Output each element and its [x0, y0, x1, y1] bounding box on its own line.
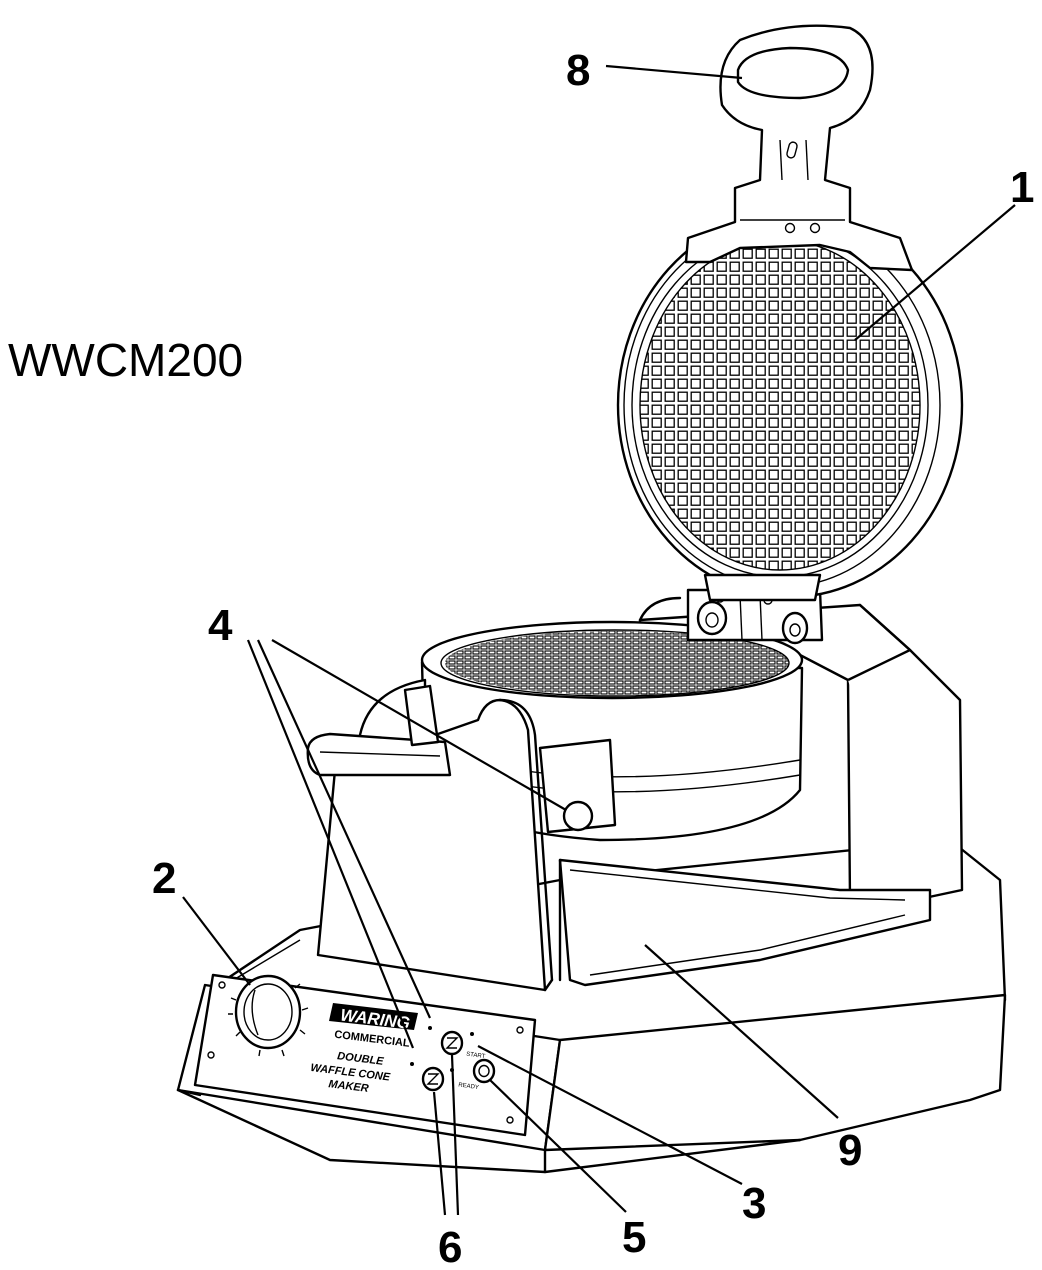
ready-label: READY: [458, 1082, 479, 1091]
control-panel: WARING COMMERCIAL DOUBLE WAFFLE CONE MAK…: [193, 973, 537, 1137]
callout-2: 2: [152, 854, 176, 903]
callout-1: 1: [1010, 163, 1034, 212]
callout-9: 9: [838, 1126, 862, 1175]
start-button-upper[interactable]: [440, 1030, 464, 1056]
lock-button[interactable]: [562, 800, 594, 832]
ready-light: [472, 1058, 496, 1084]
leader-4a: [246, 639, 415, 1049]
leader-9: [644, 944, 839, 1119]
callout-8: 8: [566, 46, 590, 95]
leader-8: [605, 64, 743, 80]
leader-6b: [450, 1054, 460, 1216]
callout-4: 4: [208, 601, 233, 650]
start-button-lower[interactable]: [421, 1066, 445, 1092]
callout-5: 5: [622, 1213, 646, 1262]
leader-3: [477, 1045, 743, 1185]
start-label: START: [466, 1051, 486, 1060]
leader-2: [182, 896, 251, 986]
callout-6: 6: [438, 1223, 462, 1270]
temperature-knob[interactable]: [228, 974, 309, 1057]
indicator-dot-left-lower: [410, 1062, 414, 1066]
leader-4c: [271, 639, 567, 811]
panel-label-line1: DOUBLE: [337, 1050, 385, 1068]
leader-lines: [182, 64, 1016, 1216]
callout-3: 3: [742, 1179, 766, 1228]
drip-tray: [558, 858, 932, 987]
model-label: WWCM200: [8, 334, 243, 386]
leader-4b: [256, 639, 432, 1019]
top-handle: [684, 24, 914, 272]
top-plate: [616, 211, 964, 602]
indicator-dot-left-upper: [428, 1026, 432, 1030]
indicator-dot-right-upper: [470, 1032, 474, 1036]
leader-1: [854, 204, 1016, 341]
panel-label-line3: MAKER: [328, 1078, 370, 1095]
leader-6a: [432, 1091, 447, 1216]
leader-5: [489, 1079, 627, 1213]
